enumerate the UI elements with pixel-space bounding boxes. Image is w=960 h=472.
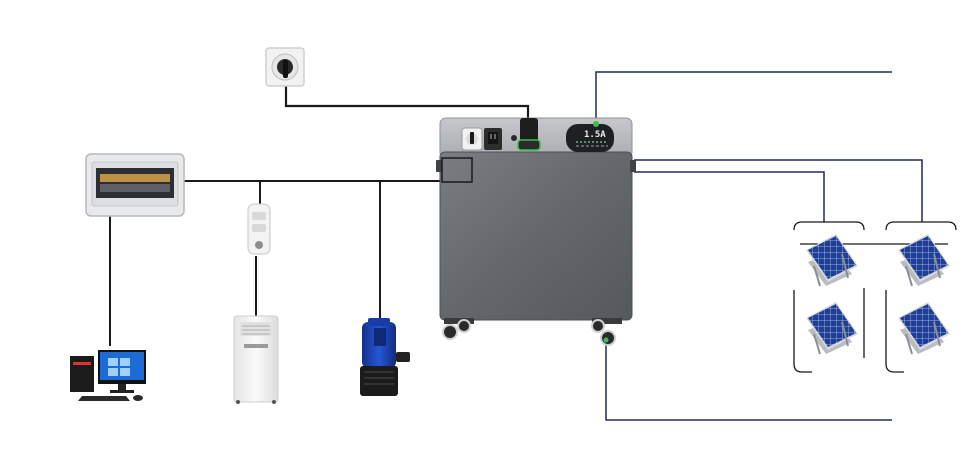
- ac-socket: [461, 127, 483, 151]
- array-string-left: [793, 290, 812, 373]
- array-bracket-right: [885, 221, 957, 231]
- lcd-display: 1.5A: [566, 121, 614, 152]
- pv-input-line-1: [634, 159, 923, 222]
- pv-input-line-2: [634, 171, 825, 222]
- solar-panel-icon: [897, 301, 951, 355]
- power-strip-icon: [247, 203, 271, 255]
- grid-input-plug: [517, 118, 541, 151]
- solar-panel-icon: [805, 301, 859, 355]
- portable-air-conditioner-icon: [233, 315, 279, 404]
- wall-outlet-icon: [265, 47, 305, 87]
- caster-wheels: [442, 318, 622, 346]
- power-station-icon: 1.5A: [436, 117, 636, 346]
- array-bracket-left: [793, 221, 865, 231]
- ac-output-cable: [184, 152, 471, 182]
- us-socket: [484, 128, 502, 150]
- display-comm-line: [595, 71, 892, 122]
- solar-panel-icon: [805, 233, 859, 287]
- grid-input-cable: [284, 78, 530, 118]
- solar-array: [805, 233, 951, 355]
- breaker-panel-icon: [85, 153, 185, 217]
- display-readout: 1.5A: [584, 130, 606, 140]
- power-button: [511, 135, 517, 141]
- output-port: [441, 157, 473, 183]
- solar-panel-icon: [897, 233, 951, 287]
- ground-line: [605, 340, 892, 421]
- submersible-pump-icon: [360, 318, 410, 396]
- desktop-computer-icon: [70, 350, 146, 401]
- array-string-right: [885, 290, 904, 373]
